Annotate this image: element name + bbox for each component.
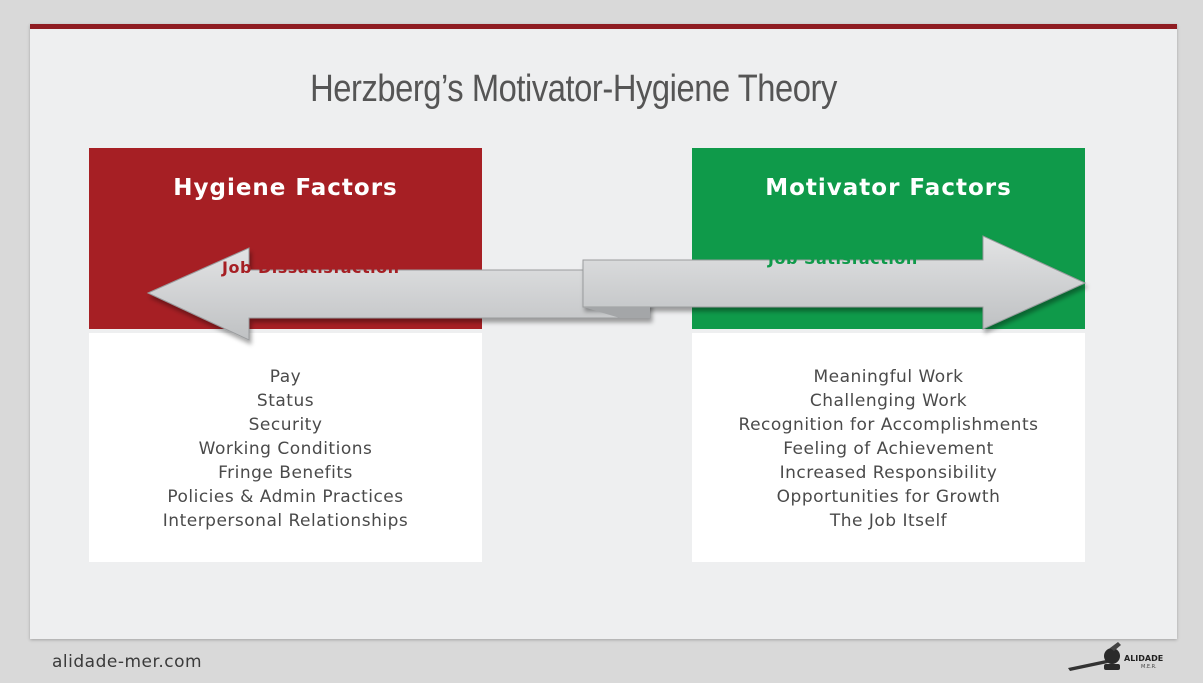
arrow-fold	[583, 307, 650, 318]
hygiene-factor-item: Fringe Benefits	[218, 463, 353, 483]
hygiene-factor-item: Pay	[269, 367, 302, 387]
hygiene-factor-item: Policies & Admin Practices	[167, 487, 404, 507]
motivator-heading: Motivator Factors	[765, 175, 1012, 201]
motivator-factor-item: Challenging Work	[809, 391, 968, 411]
motivator-factor-item: Recognition for Accomplishments	[738, 415, 1039, 435]
motivator-factor-item: The Job Itself	[829, 511, 948, 531]
hygiene-factor-item: Status	[256, 391, 315, 411]
motivator-factor-item: Increased Responsibility	[779, 463, 998, 483]
svg-text:M.E.R.: M.E.R.	[1141, 664, 1157, 670]
hygiene-heading: Hygiene Factors	[173, 175, 398, 201]
hygiene-factor-item: Interpersonal Relationships	[162, 511, 409, 531]
diagram-title: Herzberg’s Motivator-Hygiene Theory	[310, 68, 837, 110]
job-dissatisfaction-label: Job Dissatisfaction	[222, 258, 400, 277]
motivator-factor-item: Meaningful Work	[813, 367, 964, 387]
motivator-factor-item: Feeling of Achievement	[783, 439, 994, 459]
hygiene-factor-item: Working Conditions	[198, 439, 373, 459]
job-satisfaction-label: Job Satisfaction	[768, 249, 918, 268]
motivator-factor-item: Opportunities for Growth	[776, 487, 1001, 507]
alidade-logo-icon: ALIDADE M.E.R.	[1068, 642, 1163, 671]
footer-url: alidade-mer.com	[52, 652, 203, 672]
svg-text:ALIDADE: ALIDADE	[1124, 654, 1163, 663]
hygiene-factor-item: Security	[248, 415, 323, 435]
